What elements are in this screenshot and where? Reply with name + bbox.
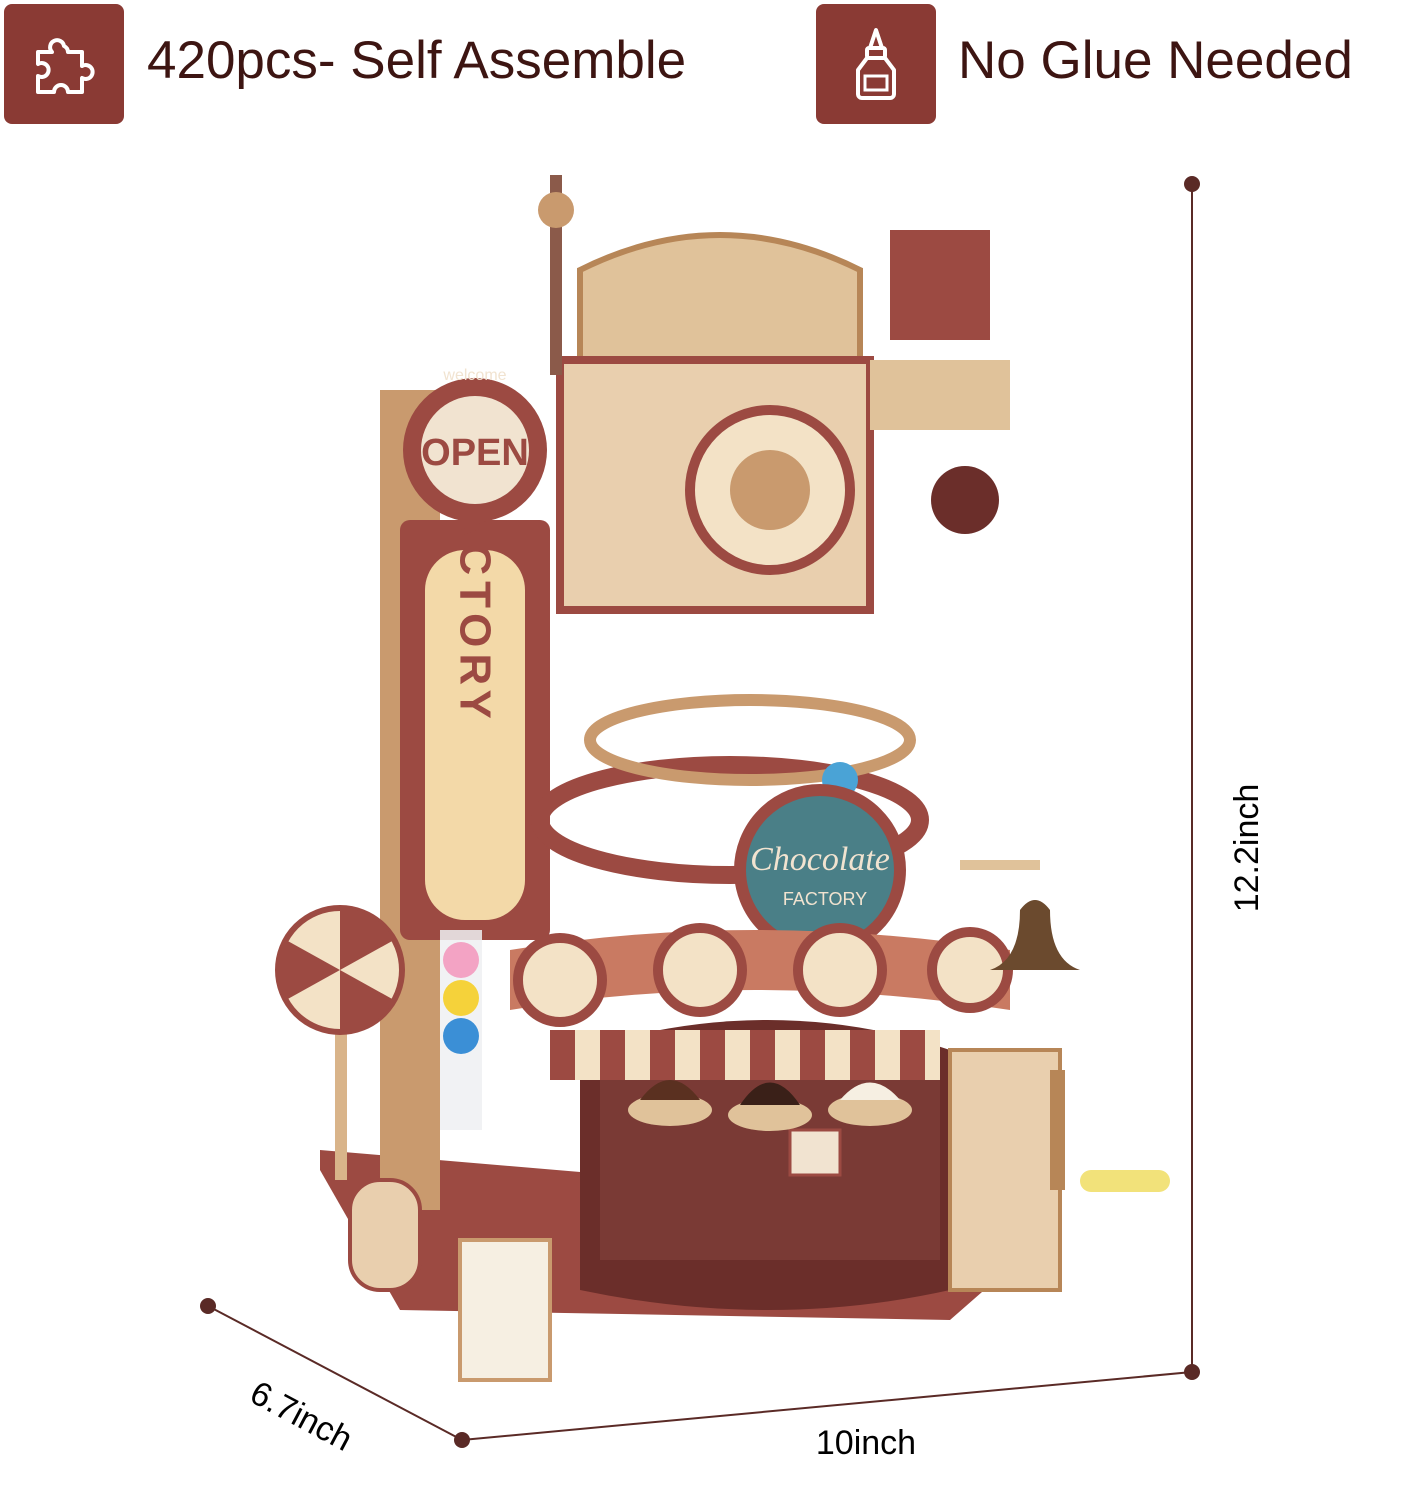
- puzzle-piece-icon: [36, 38, 95, 94]
- feature-pieces-label: 420pcs- Self Assemble: [147, 31, 687, 90]
- height-label: 12.2inch: [1228, 784, 1266, 913]
- puzzle-badge: [4, 4, 124, 124]
- depth-label: 6.7inch: [244, 1374, 359, 1459]
- svg-text:Chocolate: Chocolate: [750, 841, 890, 878]
- glue-bottle-icon: [856, 28, 896, 100]
- product-illustration: FACTORY OPEN welcome Chocolate FACTORY: [275, 175, 1170, 1382]
- svg-text:OPEN: OPEN: [421, 432, 529, 474]
- svg-text:welcome: welcome: [442, 367, 506, 384]
- bell: [990, 900, 1080, 970]
- feature-glue-label: No Glue Needed: [958, 31, 1353, 90]
- glue-badge: [816, 4, 936, 124]
- svg-text:FACTORY: FACTORY: [783, 889, 867, 909]
- candy-medallions: [513, 923, 1013, 1027]
- gift-drawer: [788, 1128, 842, 1177]
- width-label: 10inch: [816, 1424, 916, 1462]
